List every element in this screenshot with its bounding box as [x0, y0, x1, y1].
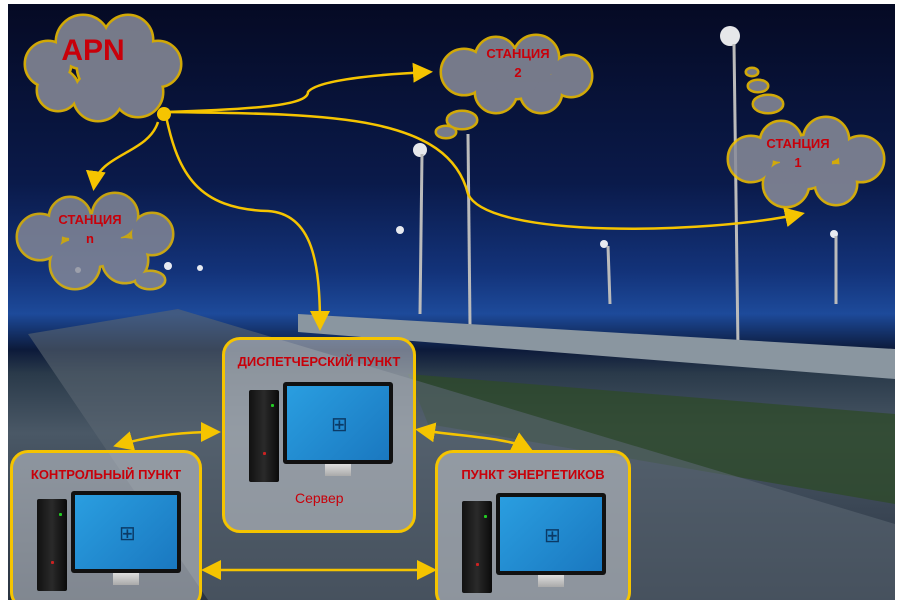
- stationN-label: СТАНЦИЯ n: [30, 212, 150, 246]
- station1-label: СТАНЦИЯ 1: [738, 136, 858, 170]
- monitor: ⊞: [283, 382, 393, 464]
- connection-arrows: [85, 62, 805, 580]
- control-box[interactable]: КОНТРОЛЬНЫЙ ПУНКТ ⊞: [10, 450, 202, 600]
- energy-title: ПУНКТ ЭНЕРГЕТИКОВ: [461, 467, 605, 482]
- station2-label: СТАНЦИЯ 2: [458, 46, 578, 80]
- arrow-apn-dispatcher: [164, 115, 330, 331]
- computer-tower: [37, 499, 67, 591]
- monitor: ⊞: [71, 491, 181, 573]
- windows-logo-icon: ⊞: [331, 414, 348, 436]
- dispatcher-box[interactable]: ДИСПЕТЧЕРСКИЙ ПУНКТ ⊞ Сервер: [222, 337, 416, 533]
- windows-logo-icon: ⊞: [544, 525, 561, 547]
- windows-logo-icon: ⊞: [119, 523, 136, 545]
- server-tower: [249, 390, 279, 482]
- apn-cloud: [23, 13, 183, 123]
- station2-title: СТАНЦИЯ: [486, 46, 550, 61]
- arrow-apn-station2: [165, 62, 433, 114]
- energy-box[interactable]: ПУНКТ ЭНЕРГЕТИКОВ ⊞: [435, 450, 631, 600]
- computer-tower: [462, 501, 492, 593]
- monitor: ⊞: [496, 493, 606, 575]
- night-highway-background: APN СТАНЦИЯ 2 СТАНЦИЯ 1 СТАНЦИЯ n ДИСПЕТЧЕР…: [8, 4, 895, 600]
- dispatcher-title: ДИСПЕТЧЕРСКИЙ ПУНКТ: [237, 354, 401, 369]
- apn-hub-dot: [157, 107, 171, 121]
- stationN-number: n: [86, 231, 94, 246]
- arrow-dispatcher-energy: [415, 422, 533, 451]
- station1-cloud: [726, 66, 886, 209]
- arrow-apn-station1: [165, 110, 805, 230]
- control-title: КОНТРОЛЬНЫЙ ПУНКТ: [30, 467, 182, 482]
- station1-title: СТАНЦИЯ: [766, 136, 830, 151]
- clouds: [15, 13, 886, 291]
- stationN-cloud: [15, 191, 175, 291]
- arrow-control-dispatcher: [113, 422, 221, 451]
- arrow-apn-stationN: [85, 121, 160, 191]
- stationN-title: СТАНЦИЯ: [58, 212, 122, 227]
- station1-number: 1: [794, 155, 802, 170]
- server-caption: Сервер: [295, 490, 344, 506]
- station2-number: 2: [514, 65, 522, 80]
- station2-cloud: [434, 33, 594, 140]
- apn-label: APN: [61, 34, 125, 67]
